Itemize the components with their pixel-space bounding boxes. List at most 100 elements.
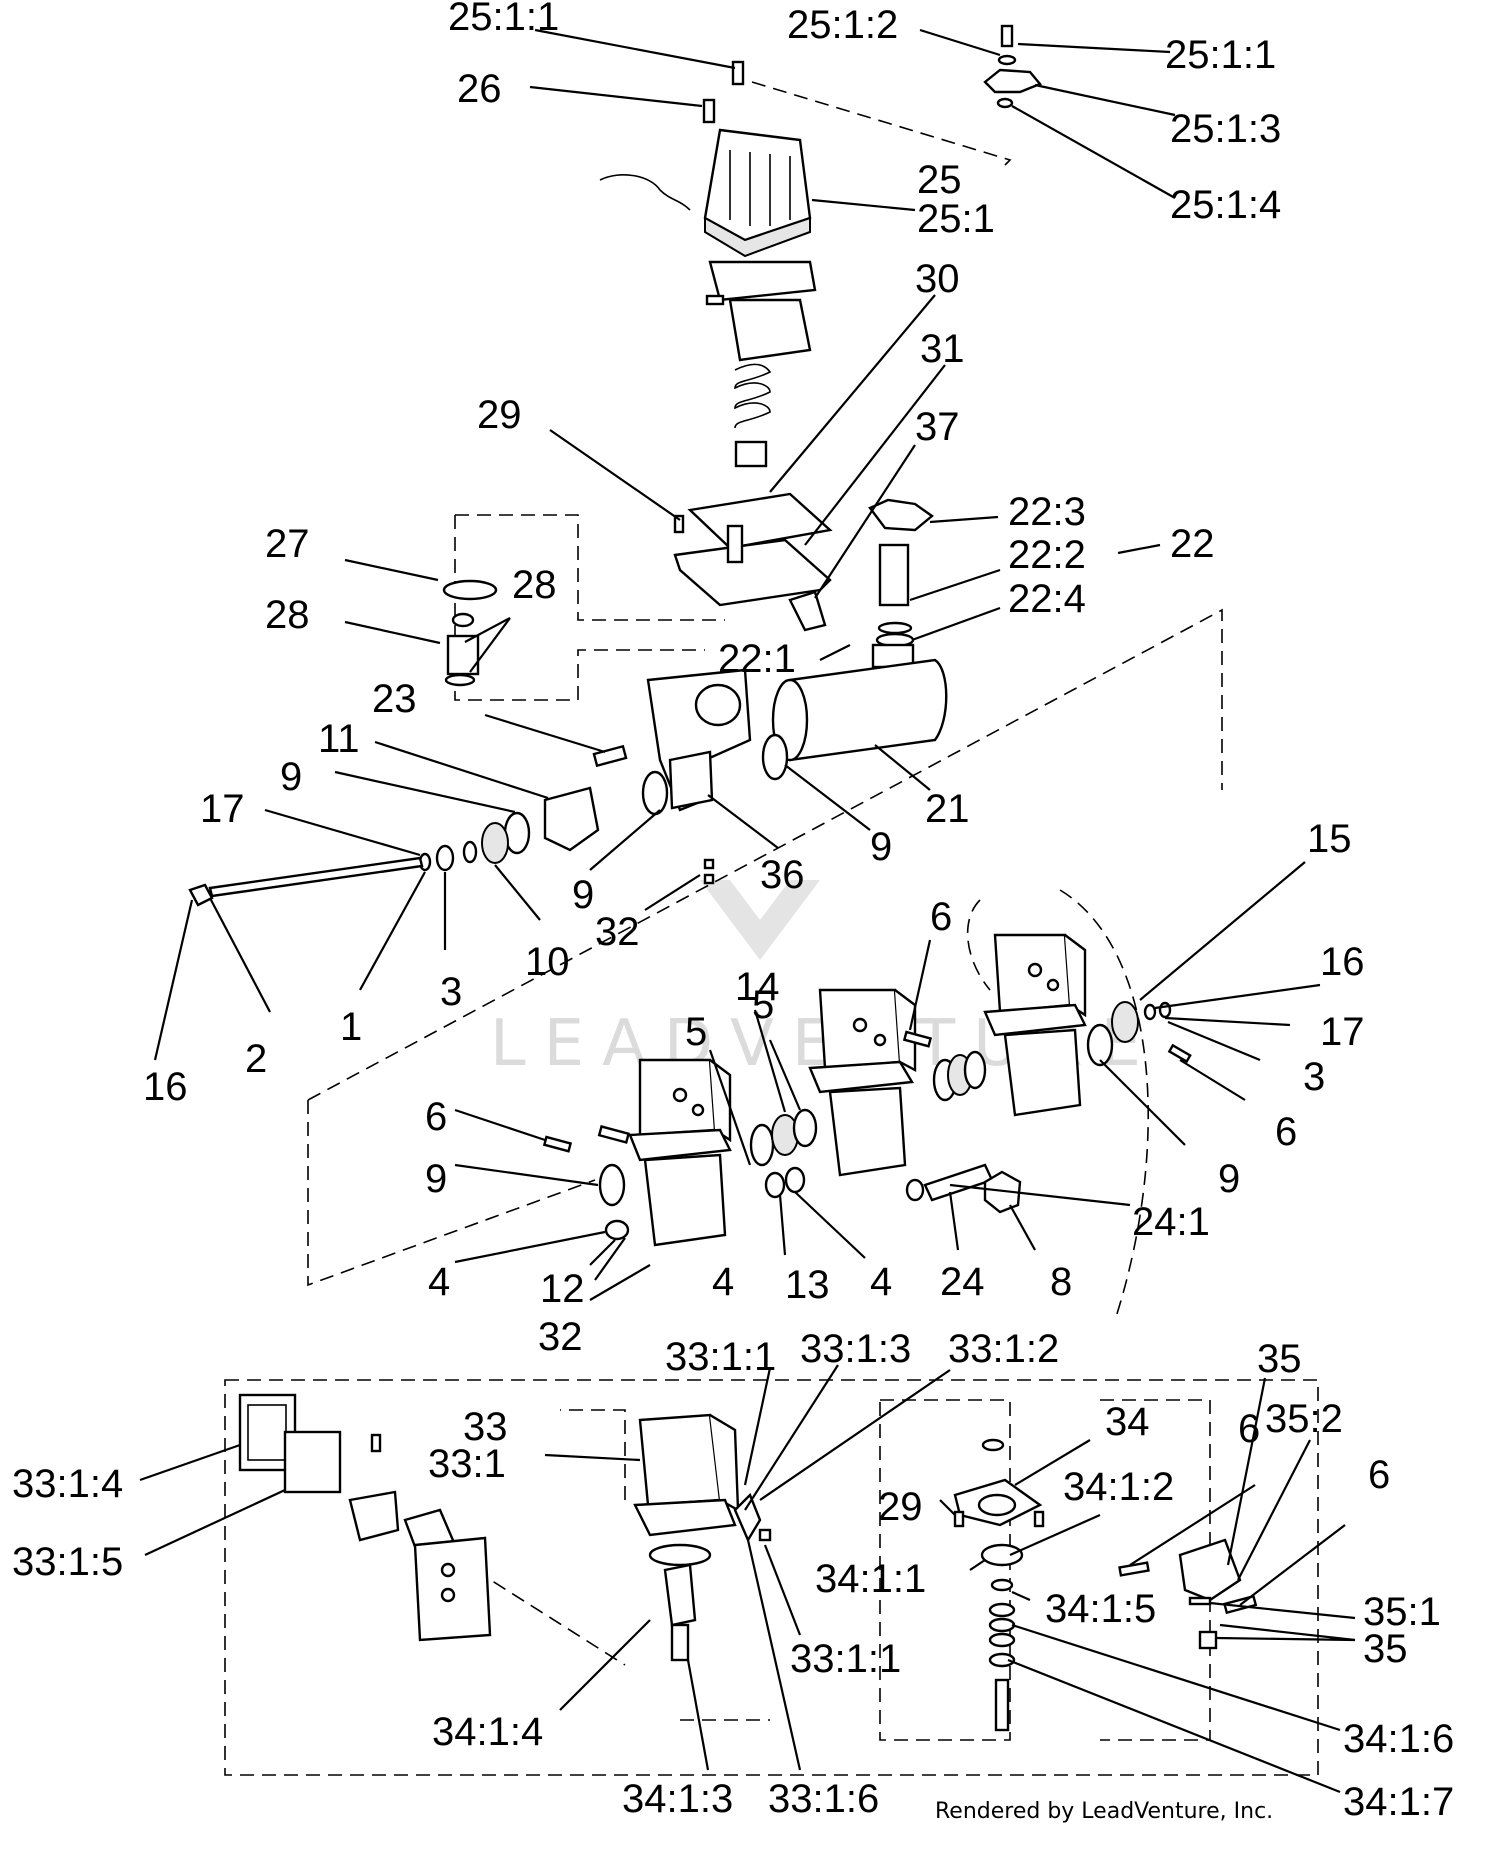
part-label: 34:1:2 xyxy=(1063,1465,1174,1509)
part-label: 13 xyxy=(785,1263,830,1307)
part-label: 4 xyxy=(428,1260,450,1304)
part-label: 34:1:7 xyxy=(1343,1780,1454,1824)
part-label: 34:1:1 xyxy=(815,1557,926,1601)
washer-icon xyxy=(1143,1003,1157,1021)
spool-24 xyxy=(923,1163,994,1202)
part-label: 14 xyxy=(735,965,780,1009)
part-label: 33 xyxy=(463,1405,508,1449)
screw-icon xyxy=(1033,1510,1045,1528)
part-label: 9 xyxy=(425,1157,447,1201)
cover-base xyxy=(704,216,811,258)
part-label: 21 xyxy=(925,787,970,831)
part-label: 32 xyxy=(595,910,640,954)
part-label: 22:3 xyxy=(1008,490,1086,534)
part-label: 2 xyxy=(245,1037,267,1081)
part-label: 35 xyxy=(1257,1337,1302,1381)
part-label: 5 xyxy=(752,983,774,1027)
part-label: 35 xyxy=(1363,1627,1408,1671)
o-ring-icon xyxy=(598,1163,626,1207)
part-label: 9 xyxy=(572,873,594,917)
nut-icon xyxy=(188,883,214,907)
part-label: 37 xyxy=(915,405,960,449)
part-label: 22:2 xyxy=(1008,533,1086,577)
part-label: 33:1:3 xyxy=(800,1327,911,1371)
coupler-11 xyxy=(543,786,600,852)
part-label: 36 xyxy=(760,853,805,897)
part-label: 16 xyxy=(143,1065,188,1109)
bearing-icon xyxy=(1111,1001,1139,1043)
part-label: 33:1:1 xyxy=(790,1637,901,1681)
washer-icon xyxy=(996,97,1014,109)
o-ring-icon xyxy=(963,1050,987,1090)
part-label: 25:1:4 xyxy=(1170,183,1281,227)
part-label: 3 xyxy=(440,970,462,1014)
screw-icon xyxy=(703,858,715,870)
watermark-logo-icon xyxy=(700,880,820,960)
o-ring-icon xyxy=(792,1108,818,1148)
part-label: 25:1 xyxy=(917,197,995,241)
part-label: 8 xyxy=(1050,1260,1072,1304)
screw-icon xyxy=(673,514,685,534)
stem-icon xyxy=(878,543,910,607)
part-label: 1 xyxy=(340,1005,362,1049)
valve-section-3 xyxy=(983,933,1087,1117)
part-label: 24 xyxy=(940,1260,985,1304)
screw-icon xyxy=(758,1528,772,1542)
washer-icon xyxy=(462,840,478,864)
o-ring-icon xyxy=(784,1166,806,1194)
part-label: 25:1:3 xyxy=(1170,107,1281,151)
leader-lines xyxy=(139,28,1356,1794)
part-label: 29 xyxy=(878,1485,923,1529)
part-label: 34:1:6 xyxy=(1343,1717,1454,1761)
plate-icon xyxy=(648,1543,712,1567)
shaft-2 xyxy=(208,856,424,898)
o-ring-icon xyxy=(877,621,913,635)
screw-icon xyxy=(731,60,745,86)
diaphragm-icon xyxy=(980,1543,1024,1567)
part-label: 9 xyxy=(870,825,892,869)
part-label: 12 xyxy=(540,1267,585,1311)
screw-icon xyxy=(1000,24,1014,48)
part-label: 6 xyxy=(930,895,952,939)
part-label: 33:1:5 xyxy=(12,1540,123,1584)
part-label: 16 xyxy=(1320,940,1365,984)
part-label: 25:1:1 xyxy=(448,0,559,39)
part-label: 4 xyxy=(712,1260,734,1304)
o-ring-icon xyxy=(749,1123,775,1167)
footer-credit: Rendered by LeadVenture, Inc. xyxy=(935,1799,1273,1824)
part-label: 28 xyxy=(512,563,557,607)
pin-icon xyxy=(994,1678,1010,1732)
part-labels: 25:1:1 25:1:2 25:1:1 26 25:1:3 25 25:1 2… xyxy=(12,0,1454,1824)
part-label: 6 xyxy=(1238,1407,1260,1451)
screw-icon xyxy=(370,1433,382,1453)
part-label: 34 xyxy=(1105,1400,1150,1444)
part-label: 34:1:3 xyxy=(622,1777,733,1821)
part-label: 11 xyxy=(318,717,360,761)
o-ring-icon xyxy=(641,770,669,816)
part-label: 27 xyxy=(265,522,310,566)
part-label: 25:1:2 xyxy=(787,3,898,47)
plug-icon xyxy=(1198,1630,1218,1650)
screw-icon xyxy=(703,873,715,885)
pin-icon xyxy=(670,1623,690,1662)
part-label: 32 xyxy=(538,1315,583,1359)
screw-icon xyxy=(705,294,725,306)
bearing-icon xyxy=(481,822,509,864)
part-label: 22 xyxy=(1170,522,1215,566)
part-label: 4 xyxy=(870,1260,892,1304)
part-label: 24:1 xyxy=(1132,1200,1210,1244)
clip-icon xyxy=(733,1492,762,1543)
o-ring-icon xyxy=(1086,1023,1114,1067)
part-label: 22:1 xyxy=(718,637,796,681)
part-label: 29 xyxy=(477,393,522,437)
valve-section-1 xyxy=(628,1058,732,1247)
part-label: 23 xyxy=(372,677,417,721)
part-label: 31 xyxy=(920,327,965,371)
part-label: 6 xyxy=(1275,1110,1297,1154)
key-icon xyxy=(542,1135,573,1153)
solenoid-plate xyxy=(708,260,817,302)
part-label: 35:2 xyxy=(1265,1397,1343,1441)
part-label: 6 xyxy=(1368,1453,1390,1497)
key-icon xyxy=(1118,1561,1150,1577)
